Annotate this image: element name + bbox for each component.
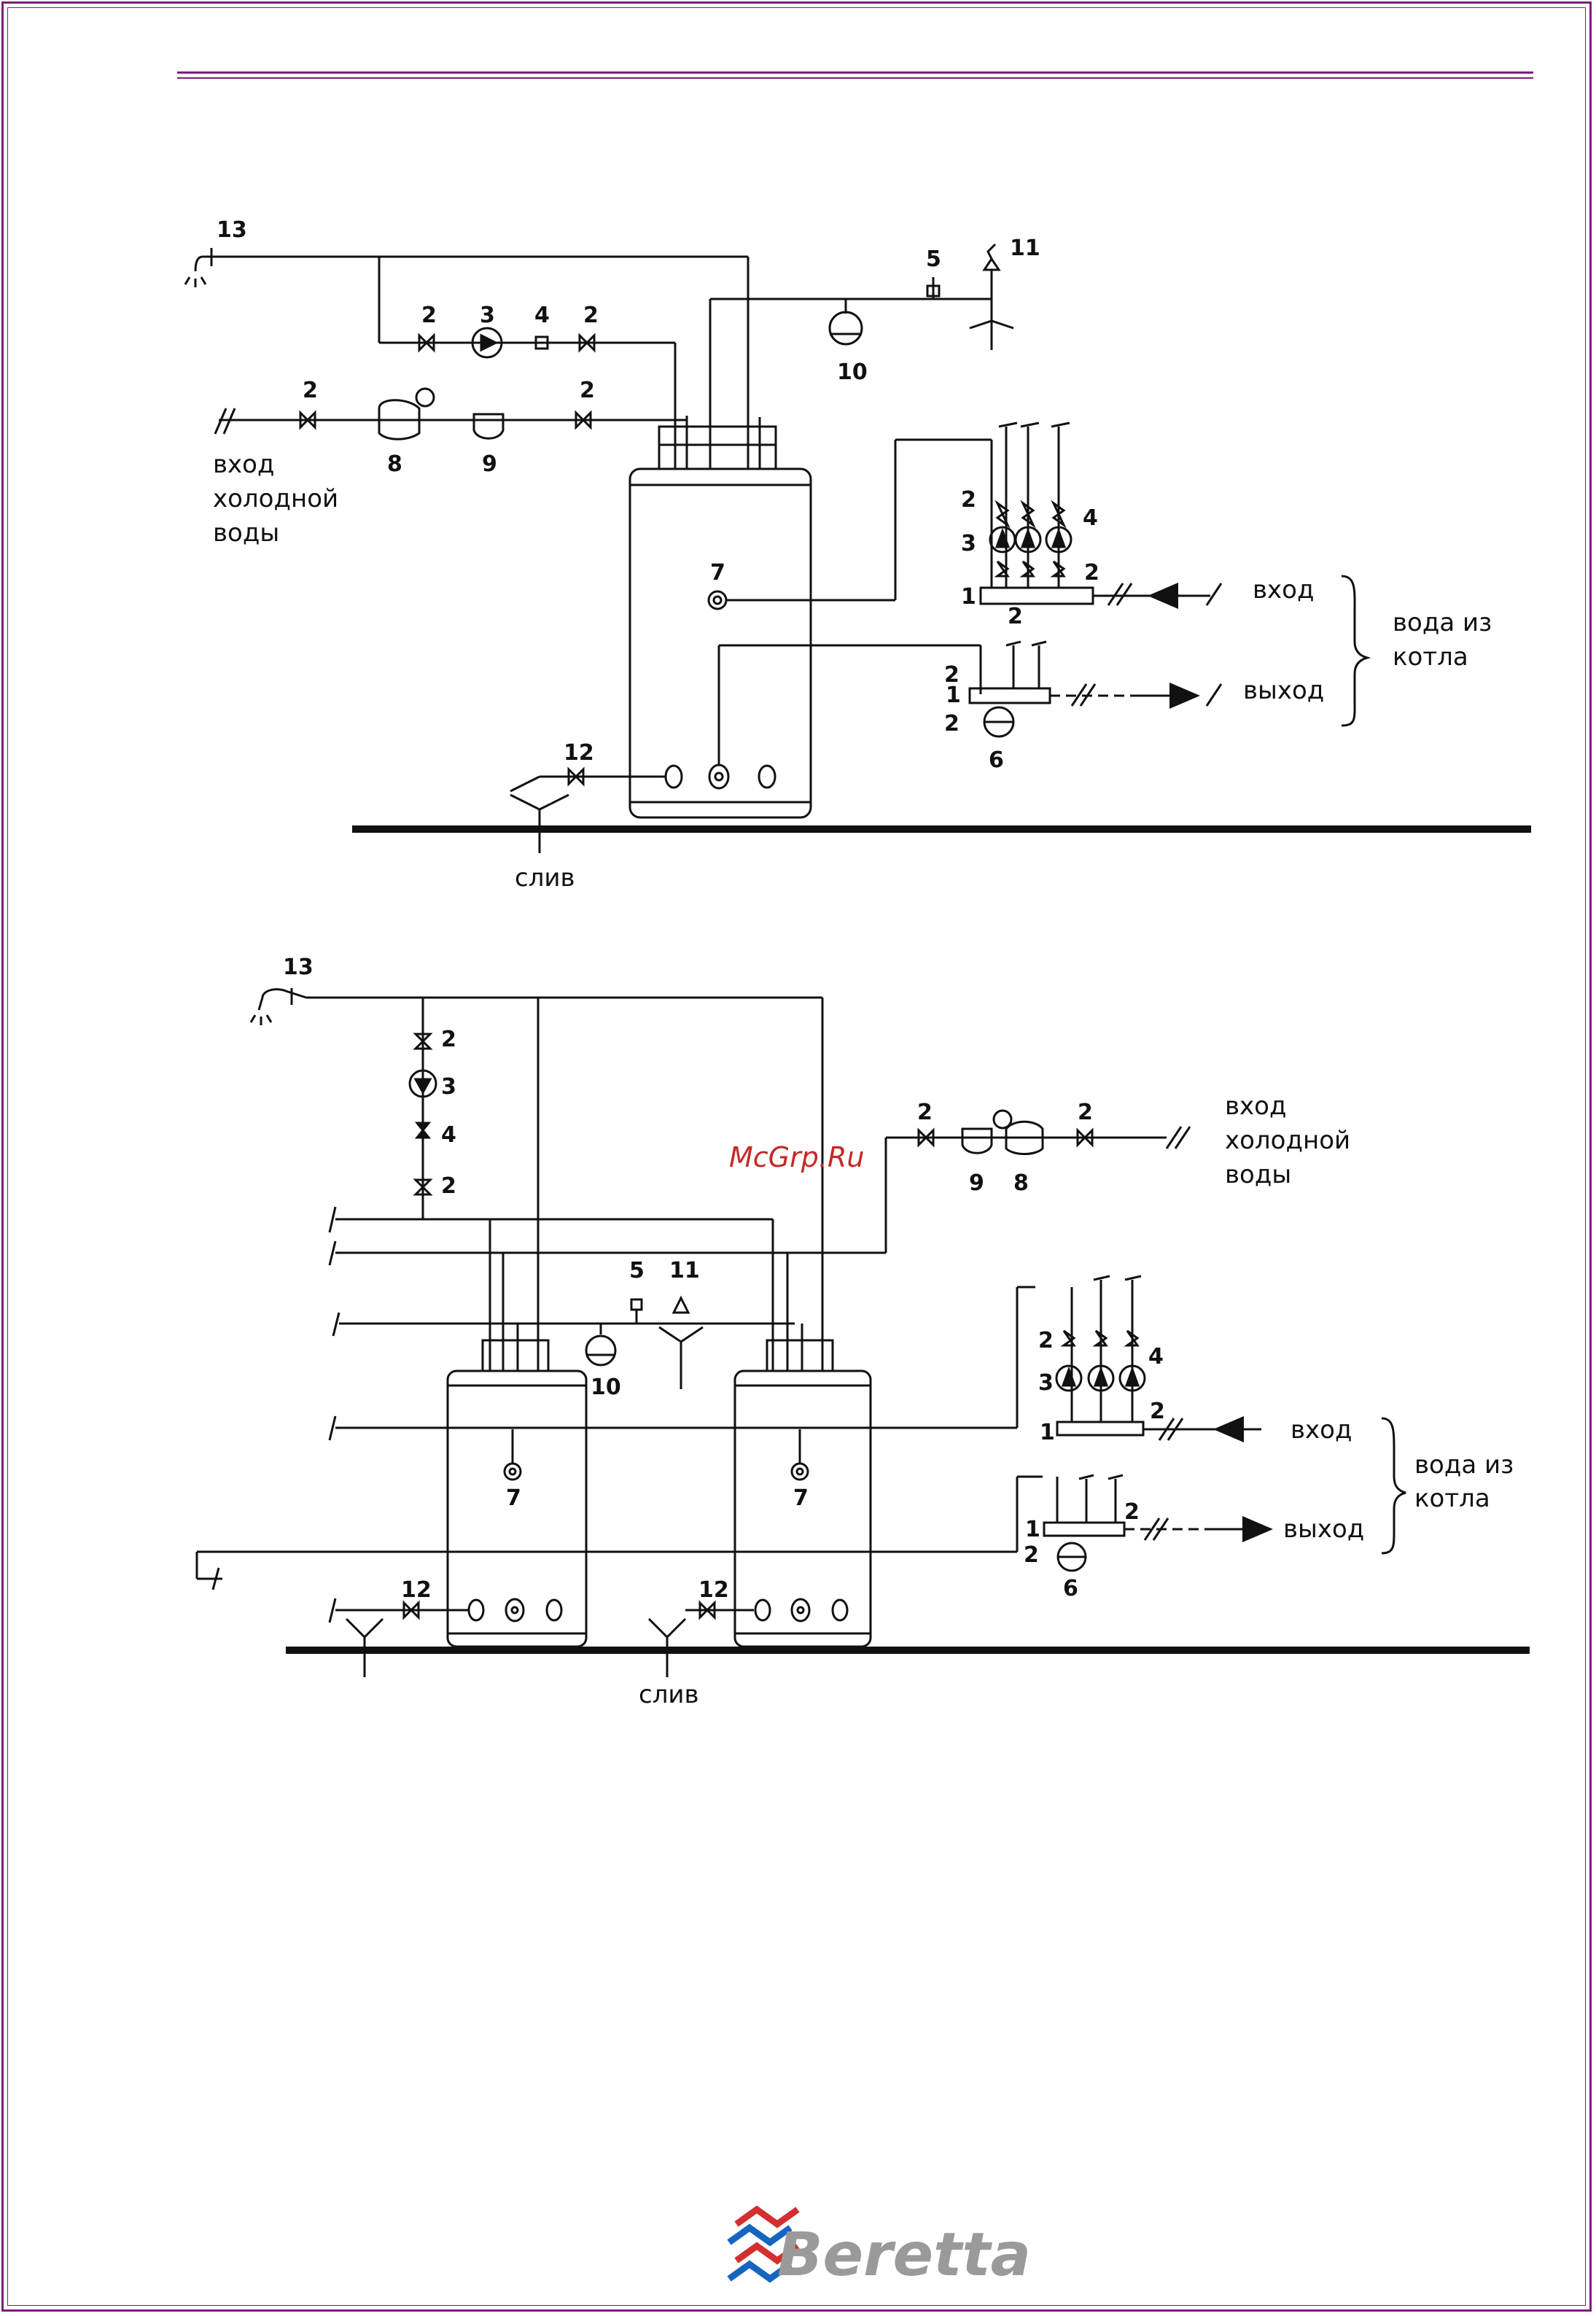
watermark-text: McGrp.Ru	[729, 1141, 864, 1173]
label-12: 12	[564, 740, 594, 766]
cold-water-inlet-label-3: воды	[1225, 1160, 1291, 1189]
cold-water-inlet-label-2: холодной	[213, 484, 338, 513]
diagram-single-tank	[185, 244, 1531, 853]
label-2: 2	[1078, 1100, 1093, 1125]
label-6: 6	[1063, 1576, 1078, 1601]
inlet-label: вход	[1291, 1415, 1352, 1445]
label-5: 5	[629, 1258, 645, 1283]
label-4: 4	[441, 1122, 456, 1148]
label-2: 2	[1150, 1399, 1165, 1424]
label-11: 11	[1010, 236, 1040, 261]
label-3: 3	[480, 303, 495, 328]
diagram-two-tanks	[197, 988, 1530, 1677]
label-4: 4	[1083, 505, 1098, 531]
diagram-single-tank-labels: 13 11 5 10 2 3 4 2 2 8 9 2 7 12 2 3 4 2 …	[213, 217, 1492, 893]
label-2: 2	[1084, 560, 1099, 586]
label-2: 2	[1008, 604, 1023, 629]
cold-water-inlet-label-3: воды	[213, 518, 279, 548]
drain-label: слив	[639, 1680, 699, 1709]
label-7: 7	[710, 560, 725, 586]
label-2: 2	[961, 487, 976, 513]
label-8: 8	[1013, 1170, 1029, 1196]
cold-water-inlet-label-1: вход	[213, 450, 274, 479]
brand-name: Beretta	[777, 2220, 1031, 2290]
label-9: 9	[969, 1170, 984, 1196]
label-1: 1	[1025, 1517, 1040, 1542]
outlet-label: выход	[1283, 1515, 1364, 1544]
label-12: 12	[698, 1577, 729, 1603]
boiler-water-label-1: вода из	[1393, 608, 1492, 637]
label-2: 2	[1038, 1328, 1054, 1353]
label-11: 11	[669, 1258, 700, 1283]
label-2: 2	[441, 1173, 456, 1199]
drain-label: слив	[515, 863, 575, 893]
label-13: 13	[217, 217, 247, 243]
label-2: 2	[1024, 1542, 1039, 1568]
label-7: 7	[506, 1485, 521, 1511]
label-2: 2	[1124, 1499, 1140, 1525]
label-4: 4	[534, 303, 550, 328]
tap-icon	[195, 248, 248, 271]
outlet-label: выход	[1243, 676, 1324, 705]
label-10: 10	[591, 1375, 621, 1400]
label-7: 7	[793, 1485, 809, 1511]
boiler-water-label-1: вода из	[1414, 1450, 1514, 1480]
boiler-water-label-2: котла	[1393, 642, 1468, 672]
label-1: 1	[946, 683, 961, 708]
beretta-logo: Beretta	[729, 2210, 1031, 2290]
label-12: 12	[401, 1577, 432, 1603]
label-3: 3	[1038, 1370, 1054, 1396]
label-1: 1	[961, 584, 976, 610]
label-3: 3	[961, 531, 976, 556]
label-2: 2	[944, 711, 959, 737]
cold-water-inlet-label-2: холодной	[1225, 1126, 1350, 1155]
label-5: 5	[926, 246, 941, 272]
label-2: 2	[580, 378, 595, 403]
label-6: 6	[989, 747, 1004, 773]
inlet-label: вход	[1253, 575, 1314, 605]
label-2: 2	[303, 378, 318, 403]
label-1: 1	[1040, 1420, 1055, 1445]
label-3: 3	[441, 1074, 456, 1100]
label-13: 13	[283, 955, 314, 980]
label-10: 10	[837, 360, 868, 385]
label-2: 2	[917, 1100, 933, 1125]
boiler-water-label-2: котла	[1414, 1484, 1490, 1513]
diagram-two-tanks-labels: 13 2 3 4 2 2 9 8 2 5 11 10 7 7 12 12 2 3…	[283, 955, 1514, 1709]
cold-water-inlet-label-1: вход	[1225, 1092, 1286, 1121]
label-9: 9	[482, 451, 497, 477]
label-2: 2	[583, 303, 599, 328]
label-2: 2	[421, 303, 437, 328]
label-4: 4	[1148, 1344, 1164, 1369]
label-2: 2	[441, 1027, 456, 1052]
label-8: 8	[387, 451, 402, 477]
